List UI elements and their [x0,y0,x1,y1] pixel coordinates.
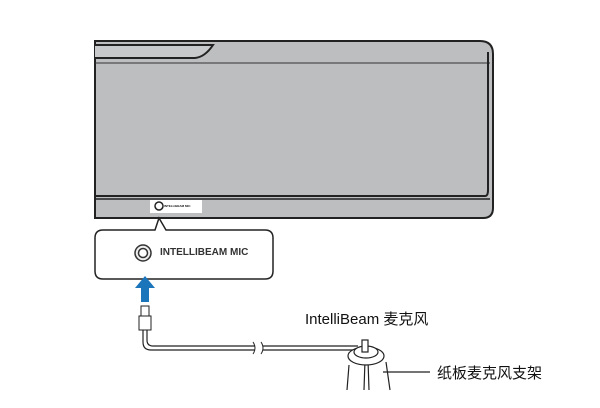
microphone-cable [138,305,358,355]
jack-panel-label [150,200,202,213]
soundbar-jack-label: INTELLIBEAM MIC [164,204,191,208]
arrow-up-icon [135,276,155,302]
callout-box [94,216,274,280]
microphone-label: IntelliBeam 麦克风 [305,311,429,328]
cardboard-stand [346,339,430,391]
stand-label: 纸板麦克风支架 [437,365,543,382]
callout-jack-label: INTELLIBEAM MIC [160,247,249,258]
soundbar-mic-jack [154,201,164,211]
soundbar [94,40,494,219]
